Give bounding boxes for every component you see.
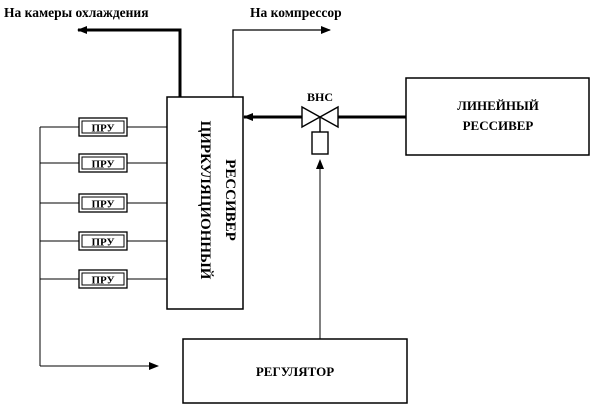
linear-receiver-label: ЛИНЕЙНЫЙ — [457, 98, 539, 113]
label-to-chambers: На камеры охлаждения — [4, 5, 149, 20]
pru-label: ПРУ — [91, 275, 114, 287]
label-to-compressor: На компрессор — [250, 5, 342, 20]
circulation-receiver-box — [166, 96, 244, 310]
pru-box-inner — [81, 156, 125, 170]
pru-label: ПРУ — [91, 159, 114, 171]
regulator-box — [182, 338, 408, 404]
pru-box — [78, 117, 128, 137]
pru-label: ПРУ — [91, 199, 114, 211]
valve-label: ВНС — [307, 90, 333, 104]
line-to-compressor — [232, 26, 331, 97]
circulation-receiver-label: ЦИРКУЛЯЦИОННЫЙ — [197, 121, 214, 280]
circulation-receiver-label-2: РЕССИВЕР — [222, 159, 238, 241]
line-to-chambers — [77, 26, 182, 97]
pru-box — [78, 193, 128, 213]
valve-icon — [301, 105, 339, 129]
valve-actuator — [311, 131, 329, 155]
regulator-label: РЕГУЛЯТОР — [256, 364, 334, 379]
pru-box-inner — [81, 196, 125, 210]
pru-box-inner — [81, 234, 125, 248]
pru-box-inner — [81, 272, 125, 286]
pru-box — [78, 231, 128, 251]
pru-label: ПРУ — [91, 123, 114, 135]
pru-label: ПРУ — [91, 237, 114, 249]
linear-receiver-box — [405, 77, 590, 156]
pru-box — [78, 153, 128, 173]
linear-receiver-label-2: РЕССИВЕР — [463, 118, 534, 133]
pru-box — [78, 269, 128, 289]
pru-box-inner — [81, 120, 125, 134]
